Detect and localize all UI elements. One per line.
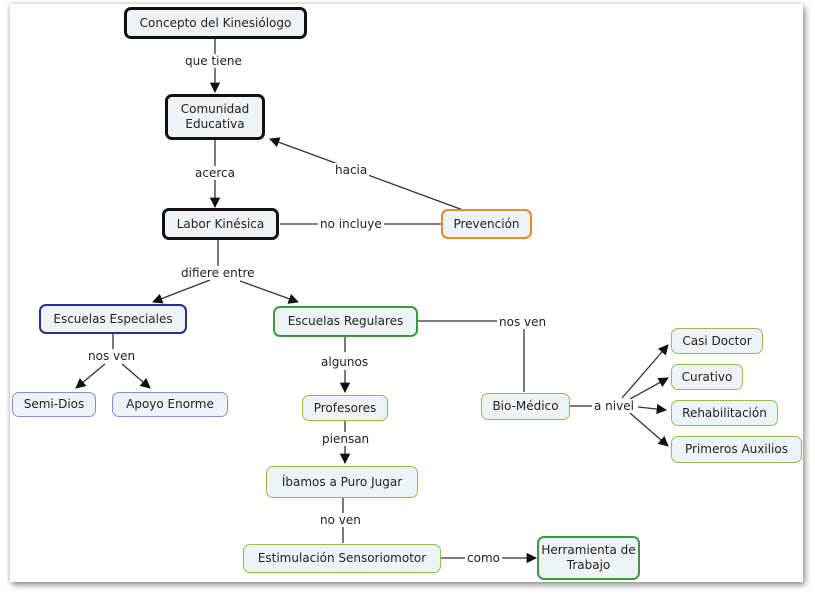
node-herramienta-de-trabajo[interactable]: Herramienta de Trabajo (537, 536, 640, 580)
edge-nosven-semidios (75, 363, 106, 389)
edge-difiere-especiales (152, 279, 211, 304)
link-label-no-incluye: no incluye (318, 217, 384, 231)
edge-anivel-curativo (629, 377, 669, 400)
link-label-piensan: piensan (320, 432, 372, 446)
node-rehabilitacion[interactable]: Rehabilitación (671, 400, 778, 426)
node-semi-dios[interactable]: Semi-Dios (12, 392, 96, 417)
node-estimulacion-sensoriomotor[interactable]: Estimulación Sensoriomotor (243, 544, 441, 573)
edge-anivel-rehabilitacion (637, 403, 668, 415)
link-label-hacia: hacia (333, 163, 370, 177)
node-casi-doctor[interactable]: Casi Doctor (671, 328, 763, 354)
node-comunidad-educativa[interactable]: Comunidad Educativa (165, 94, 265, 140)
node-apoyo-enorme[interactable]: Apoyo Enorme (112, 392, 228, 417)
link-label-como: como (465, 551, 502, 565)
link-label-acerca: acerca (193, 166, 237, 180)
link-label-no-ven: no ven (318, 513, 363, 527)
node-primeros-auxilios[interactable]: Primeros Auxilios (671, 436, 802, 463)
node-escuelas-especiales[interactable]: Escuelas Especiales (39, 304, 187, 334)
node-prevencion[interactable]: Prevención (441, 209, 532, 239)
node-profesores[interactable]: Profesores (302, 395, 388, 421)
node-ibamos-a-puro-jugar[interactable]: Íbamos a Puro Jugar (266, 466, 418, 498)
node-escuelas-regulares[interactable]: Escuelas Regulares (273, 306, 418, 337)
link-label-nos-ven: nos ven (86, 349, 138, 363)
node-curativo[interactable]: Curativo (671, 364, 743, 390)
link-label-algunos: algunos (319, 355, 371, 369)
link-label-que-tiene: que tiene (183, 54, 244, 68)
edge-regulares-biomedico (418, 320, 525, 392)
edge-nosven-apoyo (121, 363, 151, 389)
edge-anivel-casidoctor (621, 344, 669, 399)
edge-anivel-auxilios (629, 412, 669, 447)
link-label-difiere-entre: difiere entre (179, 266, 257, 280)
node-labor-kinesica[interactable]: Labor Kinésica (162, 208, 279, 240)
node-concepto-del-kinesiologo[interactable]: Concepto del Kinesiólogo (124, 7, 307, 39)
link-label-a-nivel: a nivel (592, 399, 636, 413)
link-label-nos-ven-biomedico: nos ven (497, 315, 549, 329)
node-bio-medico[interactable]: Bio-Médico (481, 393, 570, 420)
edge-difiere-regulares (239, 280, 299, 304)
